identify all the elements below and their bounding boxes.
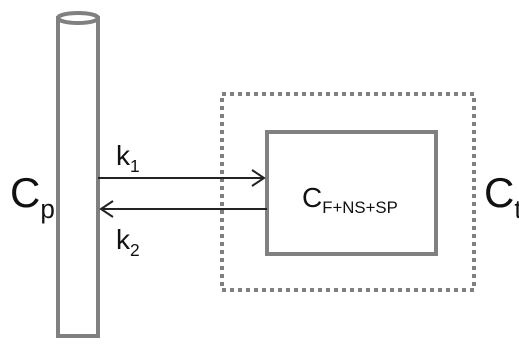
k2-rate-label: k2	[116, 224, 140, 261]
k1-arrow	[98, 169, 266, 187]
vessel-top-ellipse	[56, 11, 100, 25]
vessel-body	[56, 16, 100, 338]
k2-arrow	[99, 200, 267, 218]
plasma-vessel	[56, 11, 100, 338]
tissue-concentration-label: Ct	[484, 169, 519, 224]
k1-rate-label: k1	[116, 140, 140, 177]
inner-compartment-label: CF+NS+SP	[302, 182, 398, 218]
inner-compartment-box	[265, 130, 438, 256]
plasma-concentration-label: Cp	[10, 169, 55, 224]
